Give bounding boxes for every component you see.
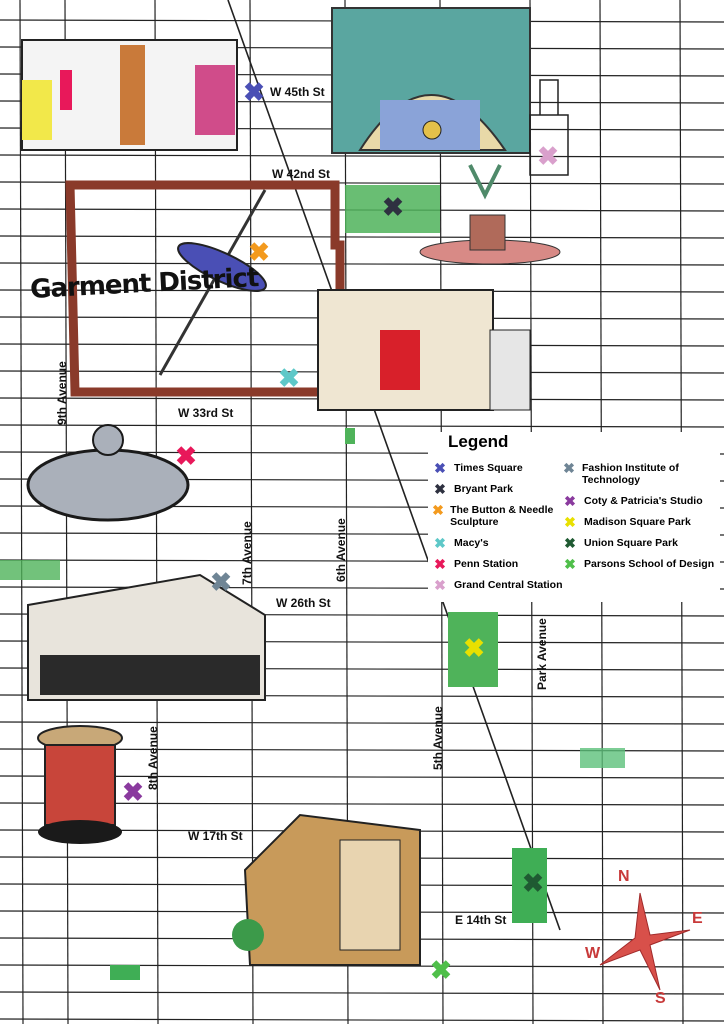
legend-marker-icon: ✖ [434, 556, 446, 572]
marker-penn-station[interactable]: ✖ [175, 441, 197, 471]
grand-central-marker-outline [529, 79, 569, 176]
legend-item-label: Grand Central Station [454, 579, 563, 591]
legend-item: ✖ Coty & Patricia's Studio [562, 493, 720, 509]
green-patch [0, 560, 60, 580]
penn-station-eagle [26, 424, 190, 522]
legend-marker-icon: ✖ [434, 577, 446, 593]
garment-district-outline [65, 180, 345, 397]
green-patch [580, 748, 625, 768]
legend-marker-icon: ✖ [564, 514, 576, 530]
street-line [227, 0, 561, 931]
button-needle-sculpture [158, 189, 267, 376]
legend-marker-icon: ✖ [563, 460, 575, 476]
legend-marker-icon: ✖ [434, 481, 446, 497]
legend-item-label: Coty & Patricia's Studio [584, 495, 703, 507]
compass-e: E [692, 910, 703, 927]
compass-w: W [585, 945, 601, 962]
street-label-w33: W 33rd St [178, 406, 234, 420]
bryant-park-area [345, 185, 440, 233]
marker-macys[interactable]: ✖ [278, 363, 300, 393]
park-patch [345, 428, 355, 444]
avenue-label-6th: 6th Avenue [334, 518, 348, 582]
marker-fit[interactable]: ✖ [210, 567, 232, 597]
avenue-label-9th: 9th Avenue [55, 361, 69, 425]
thread-spool-illustration [37, 725, 123, 844]
green-patch [110, 965, 140, 980]
legend: Legend ✖Times Square✖Bryant Park✖The But… [428, 432, 720, 602]
legend-marker-icon: ✖ [434, 535, 446, 551]
compass-n: N [618, 868, 630, 885]
avenue-label-7th: 7th Avenue [240, 521, 254, 585]
fit-building-illustration [27, 573, 266, 701]
macys-illustration [317, 289, 531, 411]
marker-coty-studio[interactable]: ✖ [122, 777, 144, 807]
marker-grand-central[interactable]: ✖ [537, 141, 559, 171]
street-label-w17: W 17th St [188, 829, 243, 843]
legend-item-label: Macy's [454, 537, 489, 549]
marker-madison-square-park[interactable]: ✖ [463, 633, 485, 663]
legend-item-label: Times Square [454, 462, 523, 474]
union-square-park-area [512, 848, 547, 923]
marker-bryant-park[interactable]: ✖ [382, 192, 404, 222]
legend-item-label: Union Square Park [584, 537, 678, 549]
legend-item: ✖ Penn Station [432, 556, 567, 572]
legend-item-label: Parsons School of Design [584, 558, 715, 570]
street-label-w45: W 45th St [270, 85, 325, 99]
legend-item: ✖ Bryant Park [432, 481, 567, 497]
street-line [249, 0, 254, 1024]
legend-item-label: Fashion Institute of Technology [581, 462, 679, 486]
parsons-building-illustration [232, 813, 421, 966]
compass-s: S [655, 990, 666, 1007]
street-line [0, 802, 724, 806]
grand-central-illustration [331, 7, 531, 154]
street-line [0, 262, 724, 266]
legend-item: ✖ Grand Central Station [432, 577, 567, 593]
street-line [0, 154, 724, 158]
madison-square-park-area [448, 612, 498, 687]
legend-marker-icon: ✖ [564, 535, 576, 551]
street-line [0, 235, 724, 239]
legend-item: ✖ Union Square Park [562, 535, 720, 551]
avenue-label-park: Park Avenue [535, 618, 549, 690]
legend-item-label: Madison Square Park [584, 516, 691, 528]
street-line [0, 775, 724, 779]
avenue-label-5th: 5th Avenue [431, 706, 445, 770]
legend-marker-icon: ✖ [432, 502, 444, 518]
street-line [19, 0, 24, 1024]
legend-item: ✖ Parsons School of Design [562, 556, 720, 572]
avenue-label-8th: 8th Avenue [146, 726, 160, 790]
legend-item-label: The Button & Needle Sculpture [450, 504, 554, 528]
legend-column-left: ✖Times Square✖Bryant Park✖The Button & N… [432, 460, 567, 600]
legend-marker-icon: ✖ [564, 556, 576, 572]
compass-rose-icon [599, 892, 691, 991]
legend-item: ✖ Macy's [432, 535, 567, 551]
marker-parsons[interactable]: ✖ [430, 955, 452, 985]
street-line [0, 721, 724, 725]
legend-column-right: ✖ Fashion Institute of Technology ✖ Coty & … [562, 460, 720, 579]
fountain-illustration [419, 164, 561, 265]
marker-button-needle[interactable]: ✖ [248, 237, 270, 267]
legend-marker-icon: ✖ [434, 460, 446, 476]
legend-title: Legend [448, 432, 509, 451]
legend-marker-icon: ✖ [564, 493, 576, 509]
legend-item-label: Bryant Park [454, 483, 513, 495]
street-line [0, 424, 724, 428]
legend-item-label: Penn Station [454, 558, 519, 570]
legend-item: ✖ Madison Square Park [562, 514, 720, 530]
legend-item: ✖ The Button & Needle Sculpture [432, 502, 567, 528]
marker-union-square-park[interactable]: ✖ [522, 868, 544, 898]
marker-times-square[interactable]: ✖ [243, 77, 265, 107]
legend-item: ✖ Fashion Institute of Technology [562, 460, 720, 486]
times-square-illustration [21, 39, 238, 151]
street-label-w26: W 26th St [276, 596, 331, 610]
legend-item: ✖ Times Square [432, 460, 567, 476]
street-label-e14: E 14th St [455, 913, 507, 927]
street-label-w42: W 42nd St [272, 167, 331, 181]
